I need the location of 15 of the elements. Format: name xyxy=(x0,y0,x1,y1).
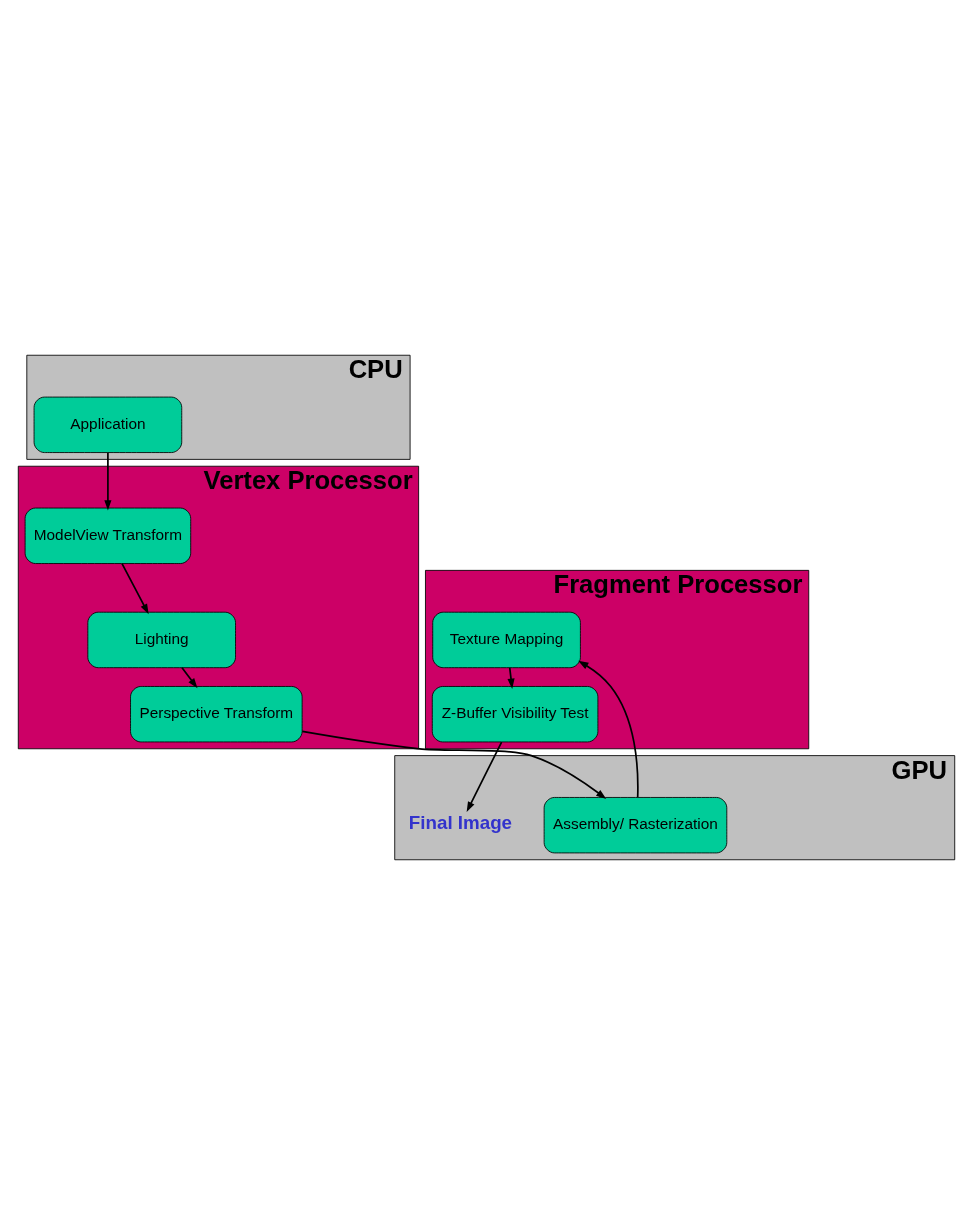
arrow xyxy=(181,666,198,689)
node-box: Perspective Transform xyxy=(130,686,303,743)
arrow xyxy=(104,451,112,511)
node-box: Lighting xyxy=(87,611,236,669)
node-box: ModelView Transform xyxy=(24,507,192,564)
node-box: Texture Mapping xyxy=(432,611,581,669)
arrow xyxy=(466,741,503,812)
arrow xyxy=(121,562,149,615)
node-box: Application xyxy=(33,396,183,453)
arrow xyxy=(301,730,607,799)
arrow xyxy=(507,666,515,689)
node-box: Assembly/ Rasterization xyxy=(543,797,728,854)
node-box: Z-Buffer Visibility Test xyxy=(431,686,599,743)
node-text: Final Image xyxy=(408,812,513,834)
arrow xyxy=(578,660,639,799)
